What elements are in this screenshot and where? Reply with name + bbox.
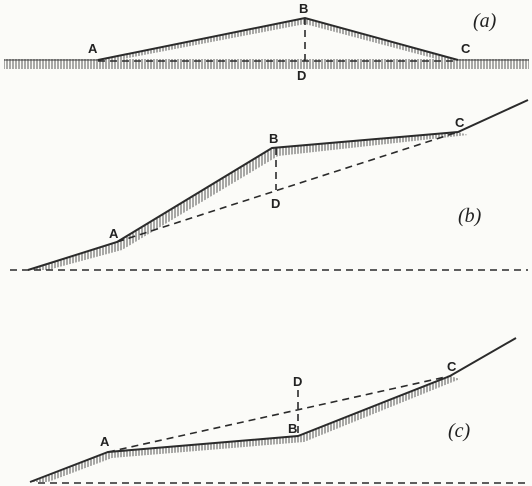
panel-c: A B C D (c) bbox=[29, 337, 528, 484]
panel-c-caption: (c) bbox=[448, 420, 471, 442]
panel-b-profile-line bbox=[27, 99, 529, 271]
panel-a: A B C D (a) bbox=[4, 1, 529, 83]
panel-a-ground-hatch bbox=[4, 59, 529, 69]
panel-a-label-D: D bbox=[297, 68, 306, 83]
panel-c-label-B: B bbox=[288, 421, 297, 436]
panel-b-label-D: D bbox=[271, 196, 280, 211]
panel-c-label-C: C bbox=[447, 359, 457, 374]
panel-b-slope-hatch bbox=[28, 132, 468, 270]
panel-a-caption: (a) bbox=[473, 10, 497, 32]
panel-a-slope-hatch bbox=[98, 18, 458, 60]
panel-c-dashed-chord bbox=[107, 375, 451, 453]
panel-c-profile-line bbox=[29, 337, 517, 483]
panel-a-label-C: C bbox=[461, 41, 471, 56]
panel-b: A B C D (b) bbox=[10, 99, 529, 271]
panel-b-label-A: A bbox=[109, 226, 119, 241]
panel-b-label-B: B bbox=[269, 131, 278, 146]
panel-c-slope-hatch bbox=[30, 376, 460, 482]
panel-a-label-B: B bbox=[299, 1, 308, 16]
panel-a-label-A: A bbox=[88, 41, 98, 56]
panel-a-ridge-line bbox=[97, 16, 459, 61]
panel-b-caption: (b) bbox=[458, 205, 482, 227]
panel-c-label-D: D bbox=[293, 374, 302, 389]
panel-c-label-A: A bbox=[100, 434, 110, 449]
panel-b-label-C: C bbox=[455, 115, 465, 130]
